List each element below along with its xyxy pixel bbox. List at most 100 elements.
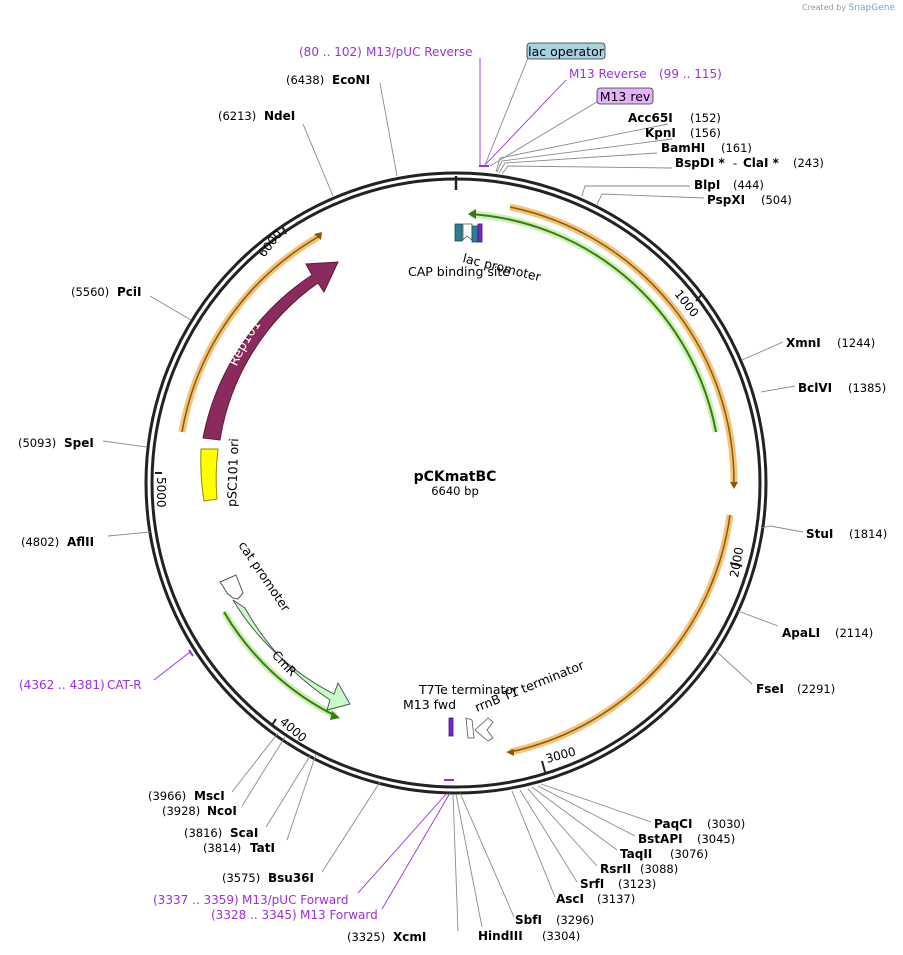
enzyme-blpi-pos: (444)	[733, 178, 764, 192]
lac-operator-label: lac operator	[528, 44, 605, 59]
enzyme-tati-pos: (3814)	[203, 841, 241, 855]
enzyme-sbfi-pos: (3296)	[556, 913, 594, 927]
enzyme-bclvi-name[interactable]: BclVI	[798, 381, 832, 395]
enzyme-srfi-pos: (3123)	[618, 877, 656, 891]
enzyme-rsrii-pos: (3088)	[640, 862, 678, 876]
enzyme-xmni-name[interactable]: XmnI	[786, 336, 821, 350]
plasmid-name: pCKmatBC	[414, 469, 497, 485]
enzyme-pspxi-name[interactable]: PspXI	[707, 193, 745, 207]
primer-m13-forward-name[interactable]: M13 Forward	[300, 908, 378, 922]
enzyme-rsrii-name[interactable]: RsrII	[600, 862, 631, 876]
lac-promoter-feature[interactable]	[462, 223, 473, 241]
primer-m13-reverse-name[interactable]: M13 Reverse	[569, 67, 647, 81]
enzyme-xcmi-pos: (3325)	[347, 930, 385, 944]
m13-fwd-feature[interactable]	[448, 717, 454, 737]
enzyme-ndei-name[interactable]: NdeI	[264, 109, 295, 123]
enzyme-bamhi-name[interactable]: BamHI	[661, 141, 705, 155]
cat-promoter-label: cat promoter	[236, 538, 294, 615]
enzyme-bsu36i-name[interactable]: Bsu36I	[268, 871, 314, 885]
enzyme-apali-pos: (2114)	[835, 626, 873, 640]
enzyme-taqii-name[interactable]: TaqII	[620, 847, 652, 861]
green-arc-top	[469, 210, 720, 433]
enzyme-sbfi-name[interactable]: SbfI	[515, 913, 542, 927]
enzyme-aflii-pos: (4802)	[21, 535, 59, 549]
lac-operator-box[interactable]	[526, 42, 606, 60]
enzyme-fsei-pos: (2291)	[797, 682, 835, 696]
enzyme-leaders	[102, 82, 804, 932]
t7te-terminator-label: T7Te terminator	[418, 682, 519, 697]
enzyme-bsu36i-pos: (3575)	[222, 871, 260, 885]
enzyme-econi-pos: (6438)	[286, 73, 324, 87]
m13-rev-label: M13 rev	[600, 89, 651, 104]
primer-m13-forward-range: (3328 .. 3345)	[211, 908, 297, 922]
enzyme-hindiii-name[interactable]: HindIII	[478, 929, 523, 943]
psc101-ori-label: pSC101 ori	[224, 438, 241, 507]
snapgene-credit: Created by SnapGene	[802, 3, 895, 13]
enzyme-pcii-name[interactable]: PciI	[117, 285, 142, 299]
enzyme-srfi-name[interactable]: SrfI	[580, 877, 604, 891]
tick-label-2000: 2000	[727, 546, 746, 579]
primer-leaders	[153, 57, 601, 910]
enzyme-spei-name[interactable]: SpeI	[64, 436, 94, 450]
t7te-terminator-feature[interactable]	[465, 717, 475, 739]
tick-marks	[155, 225, 743, 773]
primer-m13-puc-reverse-name[interactable]: M13/pUC Reverse	[366, 45, 473, 59]
m13-fwd-label: M13 fwd	[403, 697, 456, 712]
enzyme-pspxi-pos: (504)	[761, 193, 792, 207]
enzyme-bspdi-pos: (243)	[793, 156, 824, 170]
enzyme-bspdi-sep: -	[733, 156, 737, 170]
enzyme-ncoi-pos: (3928)	[162, 804, 200, 818]
enzyme-hindiii-pos: (3304)	[542, 929, 580, 943]
enzyme-ncoi-name[interactable]: NcoI	[207, 804, 237, 818]
rrnb-terminator-feature[interactable]	[474, 717, 494, 742]
m13-rev-feature[interactable]	[477, 223, 483, 243]
rep101-feature[interactable]	[202, 261, 339, 441]
enzyme-acc65i-name[interactable]: Acc65I	[628, 111, 673, 125]
enzyme-fsei-name[interactable]: FseI	[756, 682, 784, 696]
enzyme-tati-name[interactable]: TatI	[250, 841, 275, 855]
enzyme-spei-pos: (5093)	[18, 436, 56, 450]
enzyme-scai-pos: (3816)	[184, 826, 222, 840]
enzyme-scai-name[interactable]: ScaI	[230, 826, 258, 840]
green-arrow-top	[468, 209, 476, 219]
enzyme-labels: (6438) EcoNI (6213) NdeI Acc65I (152) Kp…	[18, 73, 887, 944]
enzyme-bstapi-pos: (3045)	[697, 832, 735, 846]
enzyme-bspdi-name[interactable]: BspDI *	[675, 156, 725, 170]
enzyme-asci-pos: (3137)	[597, 892, 635, 906]
enzyme-econi-name[interactable]: EcoNI	[332, 73, 370, 87]
cmr-feature[interactable]	[232, 599, 351, 711]
enzyme-asci-name[interactable]: AscI	[556, 892, 584, 906]
green-arrow-cmr	[330, 711, 340, 720]
enzyme-xcmi-name[interactable]: XcmI	[393, 930, 426, 944]
primer-m13-reverse-range: (99 .. 115)	[659, 67, 722, 81]
cap-binding-site-feature[interactable]	[454, 223, 463, 242]
primer-mark-catr	[188, 649, 194, 657]
snapgene-logo: SnapGene	[848, 3, 895, 13]
m13-rev-box[interactable]	[596, 87, 654, 105]
enzyme-msci-pos: (3966)	[148, 789, 186, 803]
cat-promoter-feature[interactable]	[219, 574, 244, 600]
lac-operator-feature[interactable]	[471, 225, 479, 243]
enzyme-blpi-name[interactable]: BlpI	[694, 178, 720, 192]
primer-cat-r-name[interactable]: CAT-R	[107, 678, 142, 692]
enzyme-aflii-name[interactable]: AflII	[67, 535, 94, 549]
orf-arrow-2	[506, 749, 514, 756]
enzyme-stui-name[interactable]: StuI	[806, 527, 833, 541]
enzyme-clai-name[interactable]: ClaI *	[743, 156, 780, 170]
primer-m13-puc-reverse-range: (80 .. 102)	[299, 45, 362, 59]
enzyme-paqci-name[interactable]: PaqCI	[654, 817, 692, 831]
enzyme-bstapi-name[interactable]: BstAPI	[638, 832, 683, 846]
backbone-outer	[144, 171, 768, 795]
enzyme-msci-name[interactable]: MscI	[194, 789, 225, 803]
orf-arrow-1	[730, 482, 738, 489]
enzyme-paqci-pos: (3030)	[707, 817, 745, 831]
enzyme-apali-name[interactable]: ApaLI	[782, 626, 820, 640]
credit-prefix: Created by	[802, 3, 847, 12]
primer-m13-puc-forward-name[interactable]: M13/pUC Forward	[242, 893, 349, 907]
enzyme-kpni-name[interactable]: KpnI	[645, 126, 676, 140]
enzyme-bamhi-pos: (161)	[721, 141, 752, 155]
psc101-ori-feature[interactable]	[200, 448, 219, 502]
enzyme-xmni-pos: (1244)	[837, 336, 875, 350]
cap-binding-site-label: CAP binding site	[408, 264, 510, 279]
